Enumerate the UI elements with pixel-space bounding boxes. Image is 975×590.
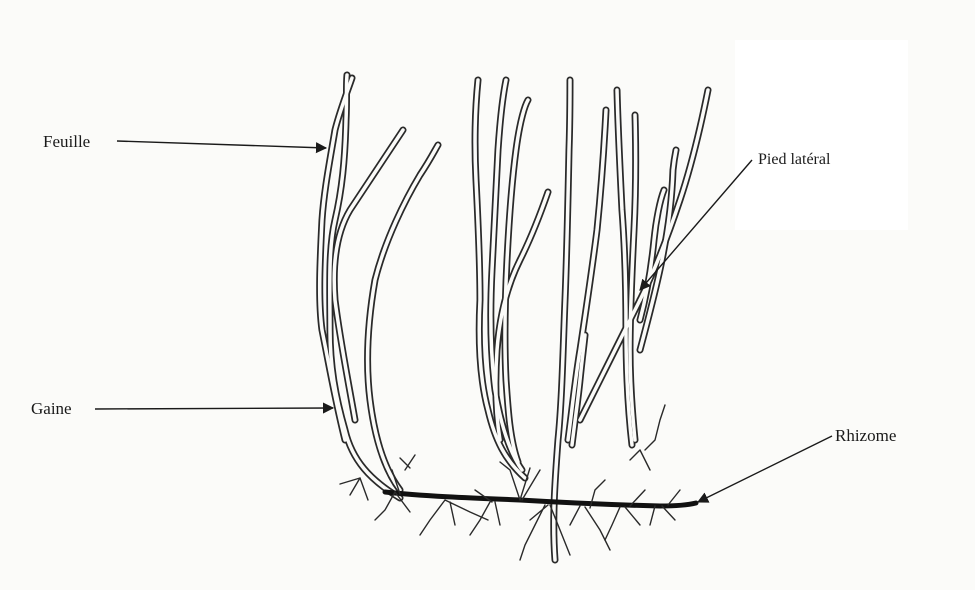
pied-lateral-label: Pied latéral (758, 152, 830, 168)
gaine-arrow (95, 408, 333, 409)
feuille-arrow (117, 141, 326, 148)
gaine-label: Gaine (31, 400, 72, 417)
rhizome-arrow (698, 436, 832, 502)
feuille-label: Feuille (43, 133, 90, 150)
leaf (640, 150, 676, 350)
label-arrows (95, 141, 832, 502)
leaves (320, 75, 708, 560)
rhizome-label: Rhizome (835, 427, 896, 444)
rhizome-stem (385, 492, 696, 506)
